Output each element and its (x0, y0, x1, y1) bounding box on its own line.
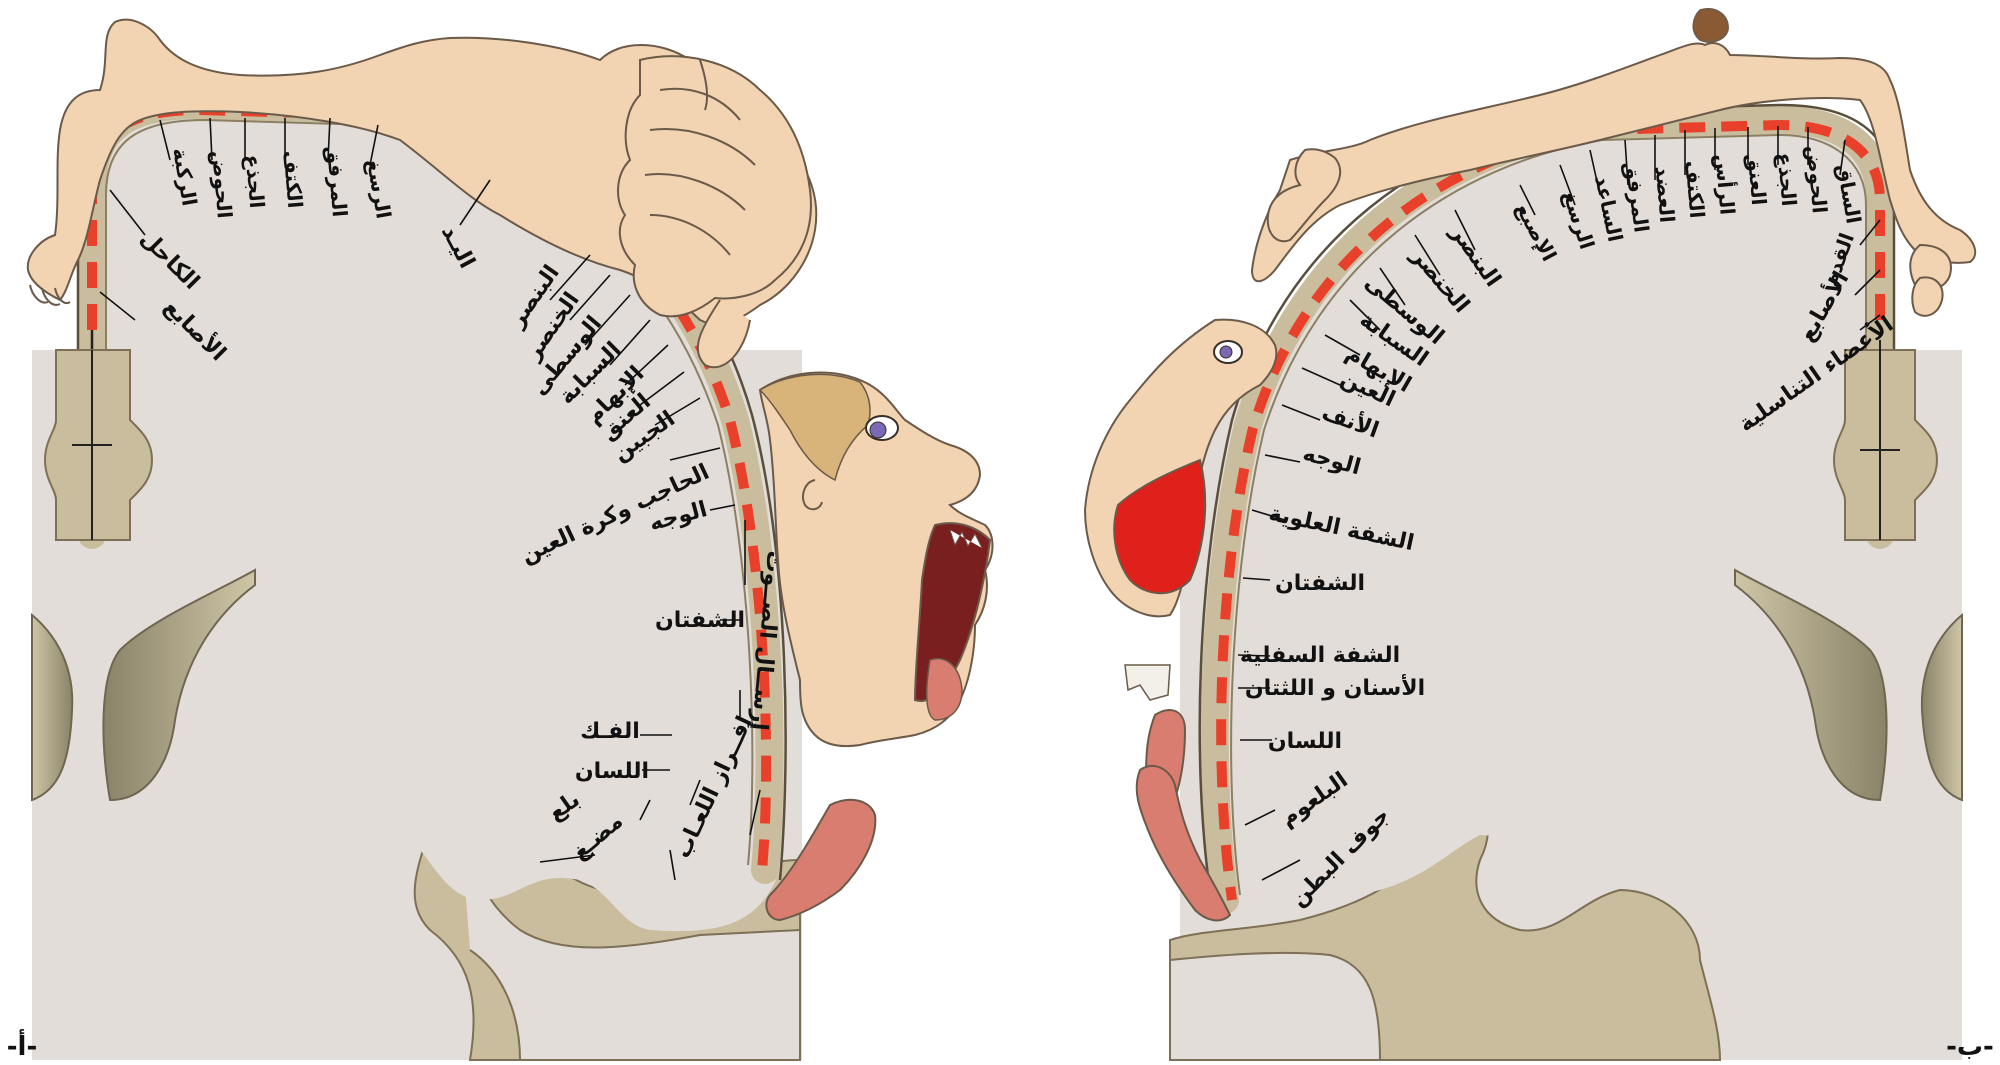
sensory-homunculus-body (1250, 42, 1977, 283)
motor-pharynx (765, 798, 877, 922)
sensory-cortex-outline (1198, 103, 1896, 906)
sensory-label-8: الجذع (1773, 151, 1802, 207)
sensory-label-9: الحوض (1802, 144, 1832, 214)
motor-ventricle-left (31, 612, 74, 802)
motor-hand-thumb (696, 299, 751, 369)
motor-face-hair (758, 373, 871, 482)
motor-teeth (949, 529, 983, 549)
motor-label-5: الكتف (278, 149, 307, 209)
motor-label-3: الحوض (207, 149, 237, 219)
sensory-falx-line (1860, 340, 1900, 540)
motor-tongue (925, 658, 963, 721)
motor-leader-lines (99, 117, 761, 881)
sensory-label-5: الكتف (1680, 159, 1709, 219)
panel-label-motor: -أ- (7, 1029, 38, 1062)
sensory-hemisphere (1199, 110, 1880, 904)
motor-homunculus-hand (617, 55, 812, 318)
motor-falx-line (72, 350, 112, 540)
sensory-homunculus-hand (1266, 148, 1342, 243)
sensory-label-23: الشفتان (1275, 571, 1365, 596)
sensory-pharynx (1135, 765, 1232, 922)
motor-label-19: الفـك (580, 719, 640, 744)
motor-label-18: الشفتان (655, 608, 745, 633)
motor-label-20: اللسان (575, 759, 649, 784)
sensory-homunculus-head (1692, 8, 1729, 43)
sensory-label-26: اللسان (1268, 729, 1342, 754)
sensory-ventricle-right (1920, 612, 1963, 802)
motor-label-4: الجذع (241, 153, 270, 209)
sensory-falx (1832, 349, 1939, 541)
sensory-label-25: الأسنان و اللثتان (1245, 673, 1425, 701)
sensory-genitals (1911, 276, 1944, 317)
motor-ventricle-right (102, 568, 256, 802)
motor-ear (802, 479, 823, 511)
motor-hand-fingers (644, 59, 756, 256)
sensory-panel (1083, 8, 1977, 1061)
sensory-label-24: الشفة السفلية (1240, 643, 1400, 668)
sensory-red-strip (1216, 119, 1885, 901)
motor-panel (26, 18, 994, 1061)
panel-label-sensory: -ب- (1946, 1032, 1994, 1062)
sensory-label-7: العنق (1743, 153, 1771, 207)
sensory-brainstem-inner (1169, 951, 1382, 1061)
motor-homunculus-toes (29, 284, 71, 306)
sensory-lips (1113, 458, 1207, 595)
sensory-label-4: العضد (1651, 165, 1680, 224)
sensory-ventricle-left (1734, 568, 1888, 802)
sensory-teeth-icon (1124, 664, 1171, 701)
sensory-iris (1219, 345, 1233, 359)
sensory-leader-lines (1237, 126, 1881, 881)
sensory-cortex-inner-outline (1230, 133, 1867, 896)
motor-iris (869, 421, 887, 439)
